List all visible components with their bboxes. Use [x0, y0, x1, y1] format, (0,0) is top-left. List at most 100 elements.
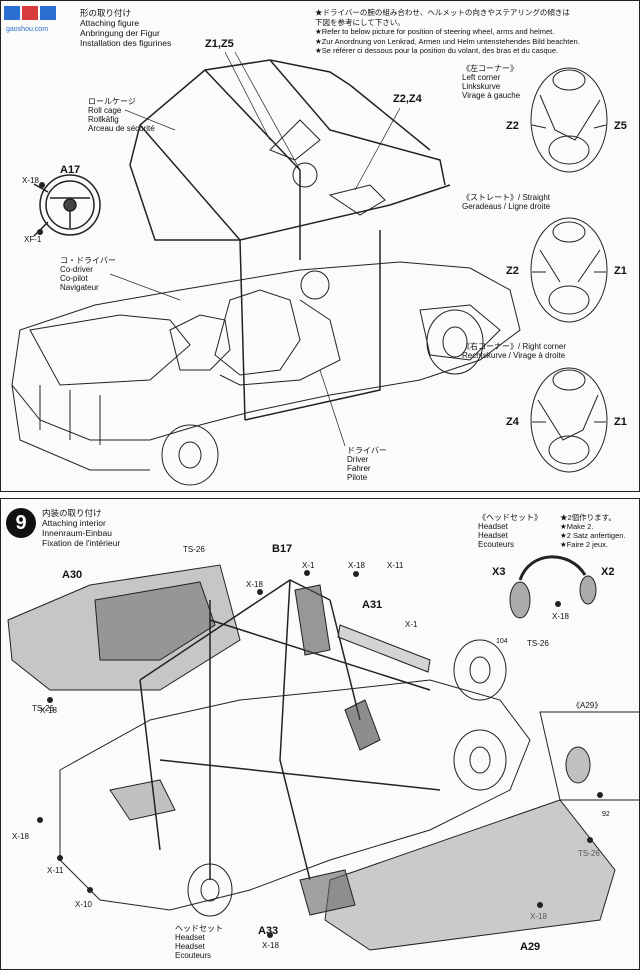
label-z1-right: Z1 — [614, 416, 627, 428]
label-ts26-left: TS-26 — [32, 704, 54, 713]
left-corner-en: Left corner — [462, 73, 501, 82]
rollcage-fr: Arceau de sécurité — [88, 124, 155, 133]
codriver-en: Co-driver — [60, 265, 93, 274]
label-a31: A31 — [362, 599, 383, 611]
label-z1z5: Z1,Z5 — [205, 38, 234, 50]
step-9-panel — [0, 498, 640, 970]
step9-title-jp: 内装の取り付け — [42, 508, 102, 518]
rollcage-jp: ロールケージ — [88, 97, 136, 106]
label-x18-bl: X-18 — [12, 832, 29, 841]
note-line: ★ドライバーの腕の組み合わせ、ヘルメットの向きやステアリングの傾きは — [315, 8, 570, 17]
step-8-panel — [0, 0, 640, 492]
note-line: ★Se référer ci dessous pour la position … — [315, 46, 559, 55]
label-x18-br: X-18 — [530, 912, 547, 921]
label-z4-right: Z4 — [506, 416, 519, 428]
step9-title-en: Attaching interior — [42, 518, 106, 528]
label-104: 104 — [496, 638, 508, 645]
left-corner-label: 《左コーナー》 Left corner Linkskurve Virage à … — [462, 64, 520, 100]
note-line: ★Refer to below picture for position of … — [315, 27, 555, 36]
label-x18: X-18 — [22, 176, 39, 185]
step9-title-fr: Fixation de l'intérieur — [42, 538, 121, 548]
driver-en: Driver — [347, 455, 369, 464]
headset-bottom-de: Headset — [175, 942, 205, 951]
label-x18-headset: X-18 — [552, 612, 569, 621]
label-x2: X2 — [601, 566, 615, 578]
make2-de: ★2 Satz anfertigen. — [560, 531, 626, 540]
straight-line2: Geradeaus / Ligne droite — [462, 202, 551, 211]
label-ts26-headset: TS-26 — [527, 639, 549, 648]
label-z2-left: Z2 — [506, 120, 519, 132]
driver-jp: ドライバー — [347, 446, 387, 455]
step8-title-en: Attaching figure — [80, 18, 140, 28]
step-number-badge: 9 — [6, 508, 36, 538]
label-x18-b: X-18 — [246, 580, 263, 589]
site-logo: gaoshou.com — [2, 3, 72, 41]
headset-de: Headset — [478, 531, 508, 540]
label-92: 92 — [602, 811, 610, 818]
label-x1-right: X-1 — [405, 620, 418, 629]
driver-label: ドライバー Driver Fahrer Pilote — [347, 446, 387, 482]
label-b17: B17 — [272, 543, 293, 555]
label-x11-top: X-11 — [387, 561, 404, 570]
headset-bottom-jp: ヘッドセット — [175, 924, 223, 933]
label-x11-bl: X-11 — [47, 866, 64, 875]
straight-label: 《ストレート》/ Straight Geradeaus / Ligne droi… — [462, 193, 550, 211]
step8-title-jp: 形の取り付け — [80, 8, 132, 18]
label-z2-straight: Z2 — [506, 265, 519, 277]
make2-jp: ★2個作ります。 — [560, 513, 616, 522]
label-x10: X-10 — [75, 900, 92, 909]
headset-bottom-en: Headset — [175, 933, 205, 942]
codriver-de: Co-pilot — [60, 274, 88, 283]
step8-title-fr: Installation des figurines — [80, 38, 172, 48]
logo-sub: gaoshou.com — [6, 26, 49, 33]
right-corner-line2: Rechtskurve / Virage à droite — [462, 351, 566, 360]
straight-line1: 《ストレート》/ Straight — [462, 193, 551, 202]
label-x18-a33: X-18 — [262, 941, 279, 950]
driver-de: Fahrer — [347, 464, 371, 473]
label-a29: A29 — [520, 941, 541, 953]
headset-jp: 《ヘッドセット》 — [478, 513, 542, 522]
headset-bottom-label: ヘッドセット Headset Headset Ecouteurs — [175, 924, 223, 960]
label-z5-left: Z5 — [614, 120, 627, 132]
codriver-jp: コ・ドライバー — [60, 256, 116, 265]
label-z1-straight: Z1 — [614, 265, 627, 277]
left-corner-jp: 《左コーナー》 — [462, 64, 518, 73]
rollcage-en: Roll cage — [88, 106, 122, 115]
right-corner-line1: 《右コーナー》/ Right corner — [462, 342, 567, 351]
make2-en: ★Make 2. — [560, 522, 594, 531]
label-a33: A33 — [258, 925, 279, 937]
headset-title: 《ヘッドセット》 Headset Headset Ecouteurs — [478, 513, 542, 549]
label-ts26-right: TS-26 — [578, 849, 600, 858]
label-z2z4: Z2,Z4 — [393, 93, 422, 105]
label-xf1: XF-1 — [24, 235, 42, 244]
headset-bottom-fr: Ecouteurs — [175, 951, 212, 960]
make2-note: ★2個作ります。 ★Make 2. ★2 Satz anfertigen. ★F… — [560, 513, 626, 549]
left-corner-fr: Virage à gauche — [462, 91, 521, 100]
rollcage-de: Rollkäfig — [88, 115, 119, 124]
left-corner-de: Linkskurve — [462, 82, 501, 91]
label-x1-top: X-1 — [302, 561, 315, 570]
label-x18-top: X-18 — [348, 561, 365, 570]
step9-title: 内装の取り付け Attaching interior Innenraum-Ein… — [42, 508, 120, 548]
note-line: 下図を参考にして下さい。 — [315, 17, 405, 27]
label-x3: X3 — [492, 566, 506, 578]
driver-fr: Pilote — [347, 473, 368, 482]
right-corner-label: 《右コーナー》/ Right corner Rechtskurve / Vira… — [462, 342, 566, 360]
headset-fr: Ecouteurs — [478, 540, 515, 549]
note-line: ★Zur Anordnung von Lenkrad, Armen und He… — [315, 36, 580, 46]
label-ts26-top: TS-26 — [183, 545, 205, 554]
rollcage-label: ロールケージ Roll cage Rollkäfig Arceau de séc… — [88, 97, 155, 133]
codriver-fr: Navigateur — [60, 283, 99, 292]
codriver-label: コ・ドライバー Co-driver Co-pilot Navigateur — [60, 256, 116, 292]
label-a17: A17 — [60, 164, 81, 176]
step8-title: 形の取り付け Attaching figure Anbringung der F… — [80, 8, 171, 48]
headset-en: Headset — [478, 522, 508, 531]
step8-title-de: Anbringung der Figur — [80, 28, 160, 38]
step9-title-de: Innenraum-Einbau — [42, 528, 112, 538]
make2-fr: ★Faire 2 jeux. — [560, 540, 608, 549]
step8-note: ★ドライバーの腕の組み合わせ、ヘルメットの向きやステアリングの傾きは 下図を参考… — [315, 8, 580, 56]
logo-mark — [4, 6, 56, 20]
label-x18-left: X-18 — [40, 706, 57, 715]
label-a29-box: 《A29》 — [572, 701, 603, 710]
label-a30: A30 — [62, 569, 83, 581]
